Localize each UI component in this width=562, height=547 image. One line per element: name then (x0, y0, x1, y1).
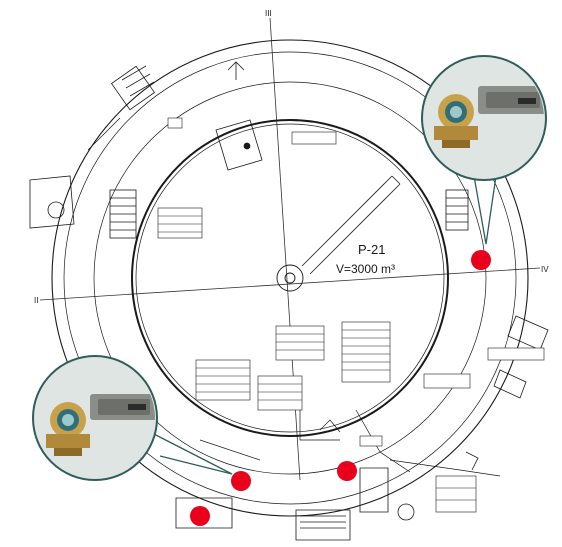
gas-detector-photo-right (434, 86, 544, 148)
detector-marker[interactable] (231, 471, 251, 491)
gas-detector-photo-left (46, 394, 155, 456)
axis-label-left: II (34, 296, 38, 305)
tank-volume-label: V=3000 m³ (336, 262, 395, 276)
axis-line-2-4 (39, 267, 541, 301)
detector-marker[interactable] (471, 250, 491, 270)
tank-label: P-21 (358, 242, 385, 257)
callout-left (32, 355, 158, 481)
outer-ring-inner (63, 51, 517, 505)
detector-markers (190, 250, 491, 526)
center-hatch (276, 264, 304, 292)
detector-marker[interactable] (190, 506, 210, 526)
callout-leader-left (149, 431, 233, 475)
pipework (87, 117, 501, 477)
platforms (29, 61, 549, 541)
tank-walls (51, 39, 529, 517)
center-hatch-core (284, 272, 296, 284)
tank-shell (131, 119, 449, 437)
outer-ring (51, 39, 529, 517)
middle-ring (93, 81, 487, 475)
axis-line-3 (269, 17, 301, 481)
detector-marker[interactable] (337, 461, 357, 481)
axis-label-right: IV (541, 265, 549, 274)
callout-leader-right (473, 175, 497, 245)
label-boxes (157, 117, 545, 513)
axis-label-top: III (265, 9, 272, 18)
callout-leaders (149, 175, 497, 475)
roof-rafter (301, 175, 401, 275)
callout-right (421, 55, 547, 181)
tank-shell-inner (135, 123, 445, 433)
